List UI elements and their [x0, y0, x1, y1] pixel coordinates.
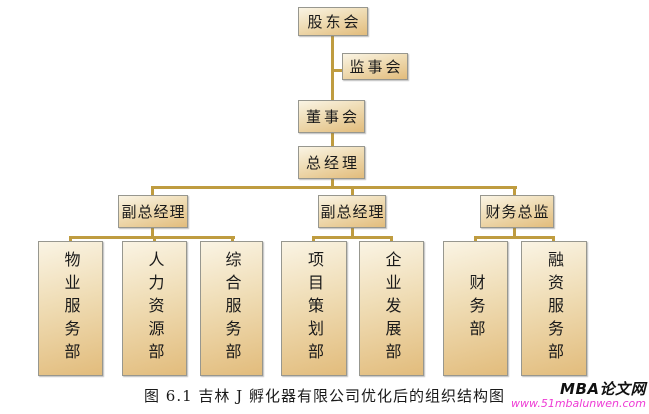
- org-node-label: 综合服务部: [222, 251, 242, 366]
- connector-drop-dept-1: [69, 236, 72, 242]
- org-node-supervisory-board: 监事会: [342, 53, 408, 80]
- watermark: MBA论文网 www.51mbalunwen.com: [511, 381, 646, 410]
- org-node-label: 人力资源部: [145, 251, 165, 366]
- connector-drop-dept-4: [312, 236, 315, 242]
- watermark-site-url: www.51mbalunwen.com: [511, 396, 646, 410]
- org-node-deputy-gm-mid: 副总经理: [318, 195, 386, 228]
- org-node-dept-finance: 财务部: [443, 241, 508, 376]
- connector-drop-deputy-mid: [351, 186, 354, 196]
- org-node-dept-property-services: 物业服务部: [38, 241, 103, 376]
- connector-finance-director-down: [513, 227, 516, 238]
- connector-deputy-left-down: [151, 227, 154, 238]
- org-node-label: 项目策划部: [305, 251, 324, 366]
- org-node-dept-human-resources: 人力资源部: [122, 241, 187, 376]
- org-node-label: 融资服务部: [545, 251, 564, 366]
- org-node-dept-enterprise-development: 企业发展部: [359, 241, 424, 376]
- connector-drop-dept-2: [153, 236, 156, 242]
- connector-shareholders-to-board: [331, 35, 334, 101]
- org-node-label: 股东会: [307, 13, 362, 31]
- org-node-board-of-directors: 董事会: [298, 100, 365, 133]
- org-node-label: 董事会: [305, 108, 360, 126]
- org-node-label: 总经理: [305, 154, 360, 172]
- org-node-dept-financing-services: 融资服务部: [521, 241, 587, 376]
- connector-mid-group-hbar: [312, 236, 393, 239]
- org-node-label: 副总经理: [121, 203, 186, 221]
- org-node-dept-general-services: 综合服务部: [200, 241, 263, 376]
- org-node-label: 财务总监: [485, 203, 550, 221]
- org-node-label: 物业服务部: [61, 251, 81, 366]
- connector-board-to-gm: [331, 132, 334, 147]
- connector-drop-deputy-left: [151, 186, 154, 196]
- org-node-deputy-gm-left: 副总经理: [118, 195, 188, 228]
- connector-gm-down: [331, 178, 334, 189]
- org-node-general-manager: 总经理: [298, 146, 365, 179]
- org-node-shareholders: 股东会: [298, 7, 368, 36]
- org-node-label: 企业发展部: [382, 251, 402, 366]
- connector-drop-dept-7: [552, 236, 555, 242]
- org-node-label: 财务部: [466, 274, 486, 343]
- connector-right-group-hbar: [474, 236, 555, 239]
- connector-drop-dept-5: [390, 236, 393, 242]
- connector-left-group-hbar: [69, 236, 235, 239]
- org-node-label: 监事会: [349, 58, 404, 76]
- org-node-dept-project-planning: 项目策划部: [281, 241, 347, 376]
- connector-main-hbar: [151, 186, 517, 189]
- org-node-label: 副总经理: [320, 203, 385, 221]
- connector-drop-dept-6: [474, 236, 477, 242]
- org-node-finance-director: 财务总监: [480, 195, 554, 228]
- connector-drop-finance-director: [513, 186, 516, 196]
- watermark-site-name: MBA论文网: [560, 380, 646, 398]
- connector-branch-supervisory: [331, 69, 343, 72]
- connector-drop-dept-3: [231, 236, 234, 242]
- figure-caption: 图 6.1 吉林 J 孵化器有限公司优化后的组织结构图: [144, 387, 505, 405]
- connector-deputy-mid-down: [351, 227, 354, 238]
